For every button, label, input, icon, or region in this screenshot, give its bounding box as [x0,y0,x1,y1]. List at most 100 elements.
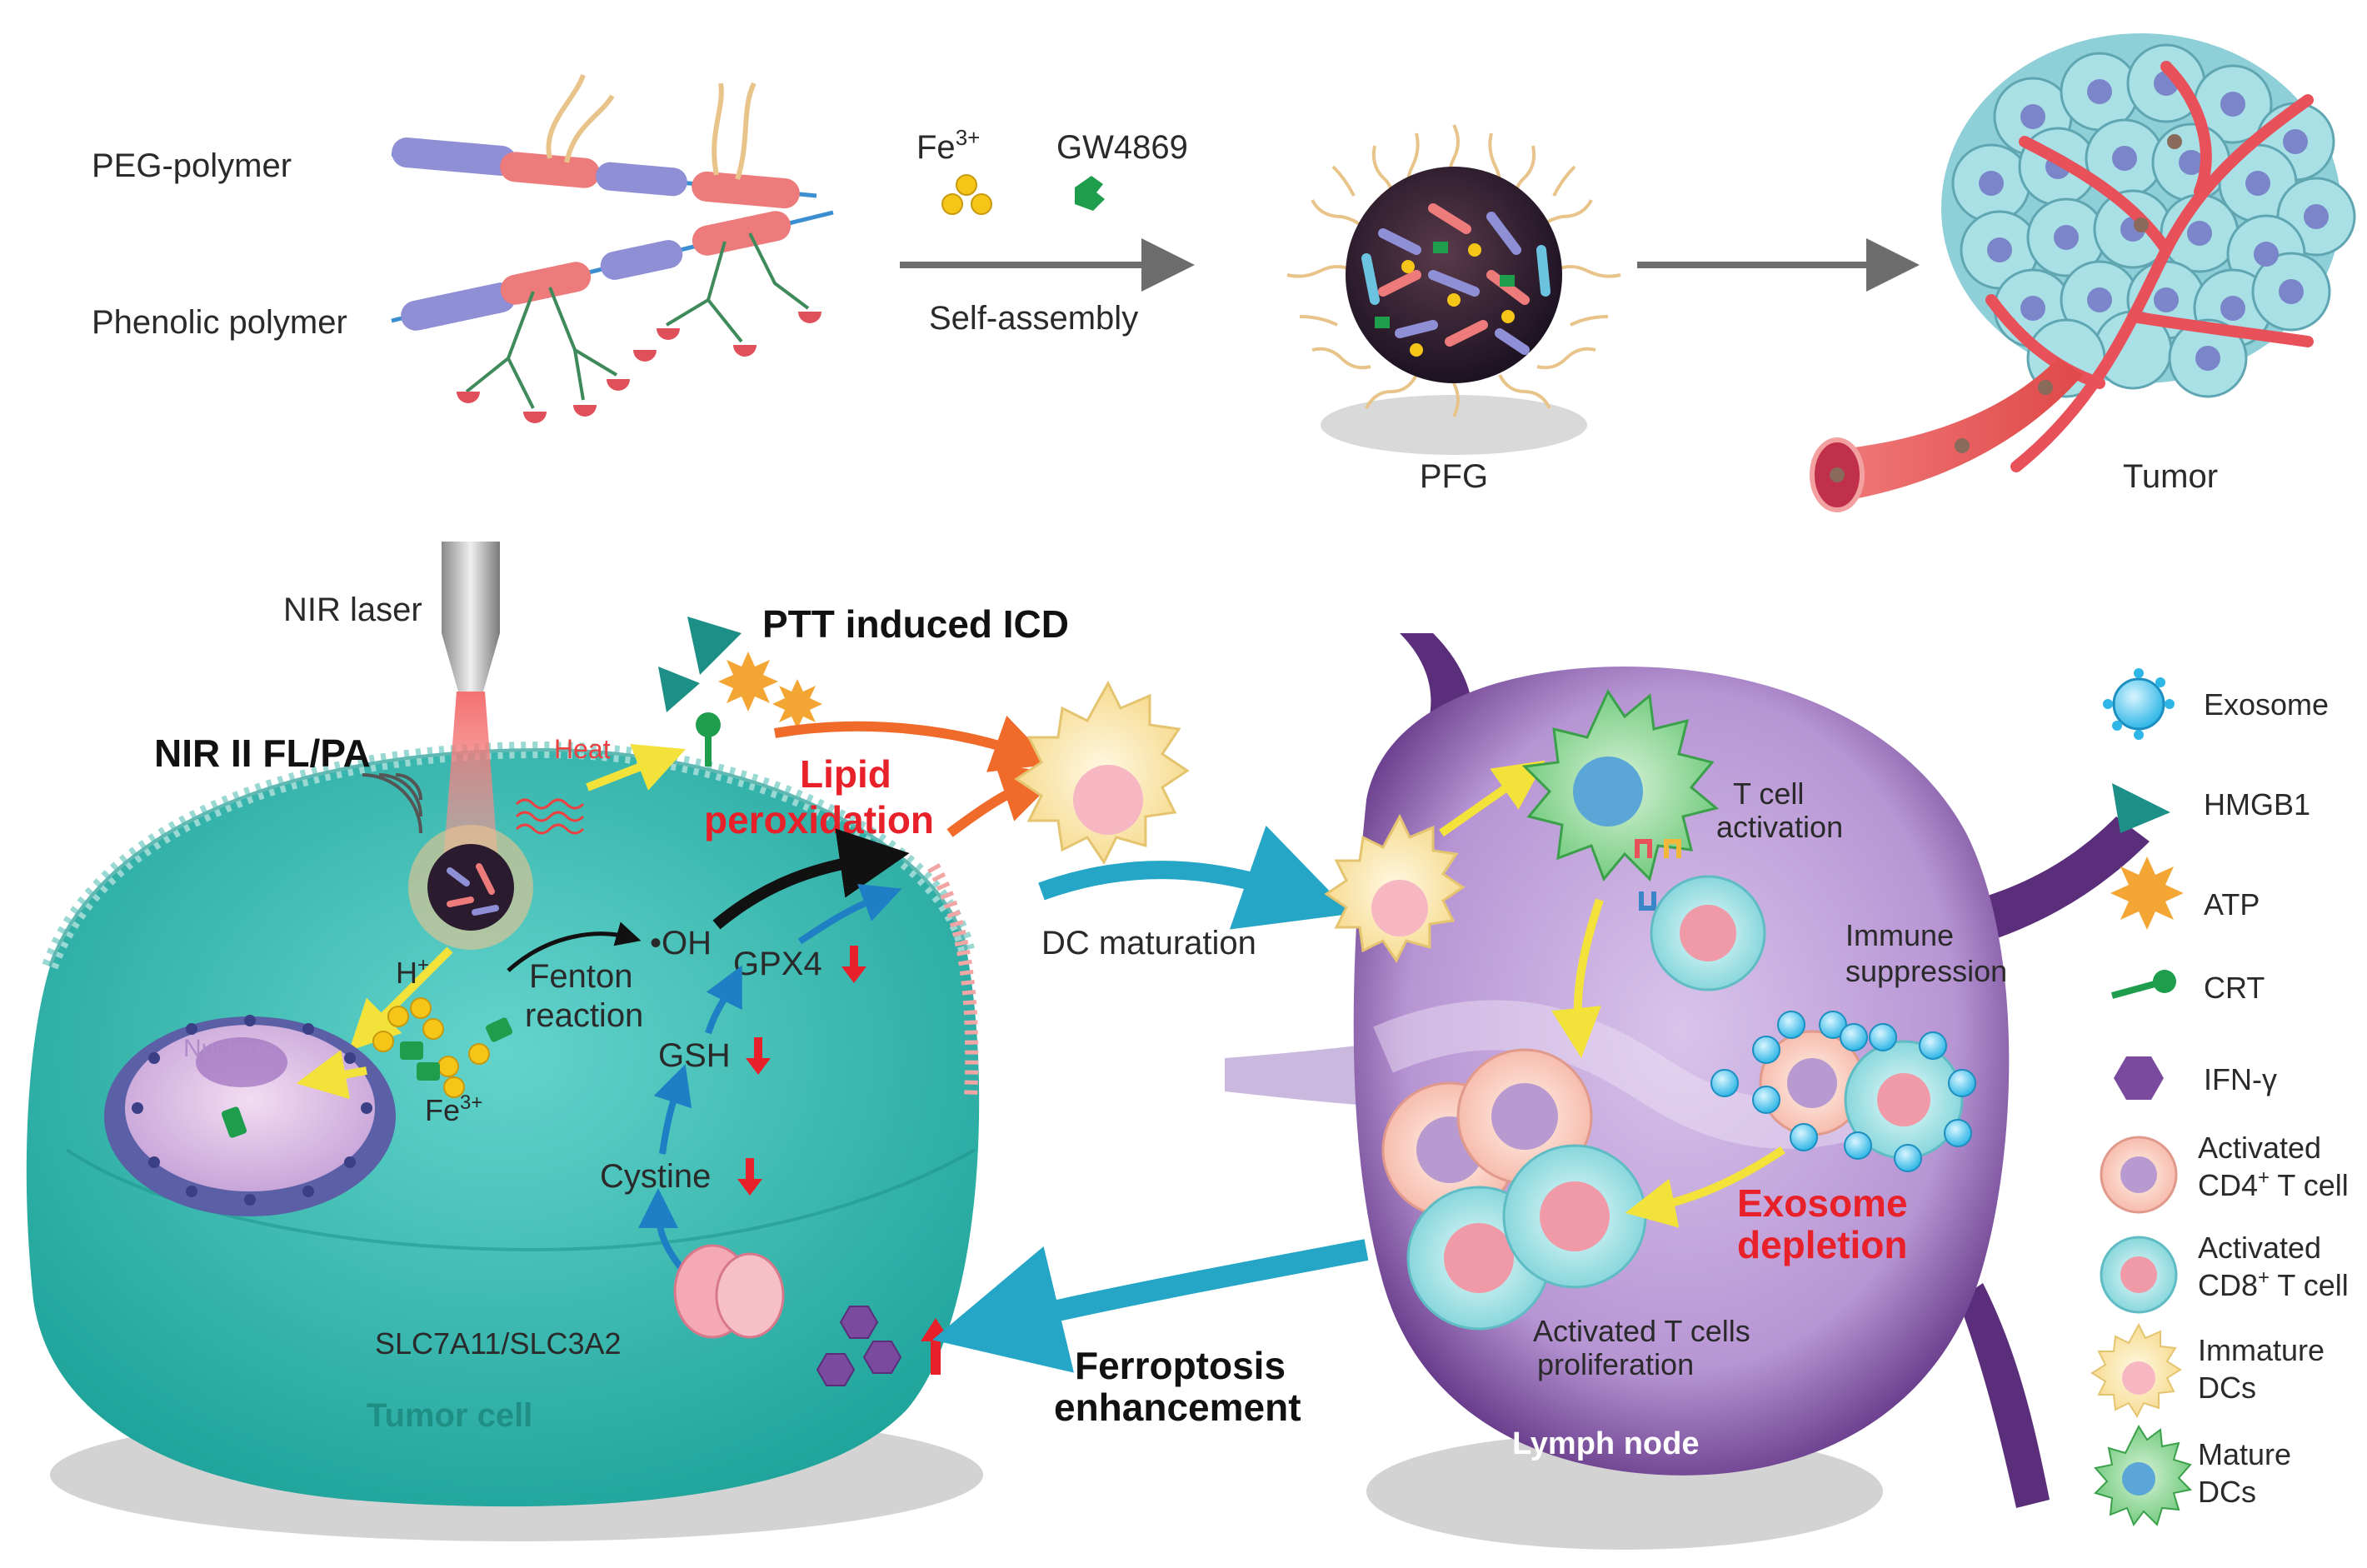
gsh-label: GSH [658,1037,731,1074]
legend-cd4-label-1: Activated [2198,1131,2321,1165]
t-activation-label-1: T cell [1733,777,1804,811]
pfg-in-cell [408,825,533,950]
legend-atp-label: ATP [2204,887,2260,921]
fe3-label-top: Fe3+ [916,125,980,166]
legend-hmgb1-icon [2112,783,2170,833]
tumor-label: Tumor [2123,458,2218,495]
t-activation-label-2: activation [1716,810,1843,844]
activated-t-cell [1650,875,1766,991]
nir-fl-pa-label: NIR II FL/PA [154,732,371,775]
ifn-gamma-icons [816,1306,902,1386]
fenton-label-2: reaction [525,997,643,1034]
gw4869-in-cell [400,1017,513,1081]
fe3-ions-in-cell [372,997,490,1098]
h-plus-label: H+ [396,954,429,990]
dc-maturing-arrow [1439,760,1546,837]
heat-arrow [586,743,686,791]
gw4869-icon [1075,176,1105,211]
tumor-mass [1810,33,2356,512]
legend-exosome-icon [2103,668,2175,740]
tumor-cell-label: Tumor cell [367,1397,532,1434]
legend-mature-label-1: Mature [2198,1437,2291,1471]
gw4869-nucleus-arrow [296,1050,367,1100]
ptt-icd-label: PTT induced ICD [762,602,1069,646]
middle-panel: DC maturation Ferroptosis enhancement [774,680,1369,1429]
atp-released-icon [718,652,822,729]
legend-immature-dc-icon [2090,1322,2182,1419]
lymph-node-panel: T cell activation Activated T cells prol… [1225,633,2150,1550]
proliferation-label-2: proliferation [1537,1347,1694,1381]
legend-cd8-label-1: Activated [2198,1231,2321,1265]
proliferating-t-cells [1381,1048,1647,1331]
immature-dc-cell [1014,680,1190,865]
pfg-nanoparticle [1286,124,1621,455]
cystine-label: Cystine [600,1158,711,1195]
phenolic-polymer-chain [391,210,834,423]
hmgb1-released-icon [658,617,742,712]
crt-membrane-icon [696,712,721,767]
cystine-arrow [653,1064,692,1155]
gw4869-label: GW4869 [1056,129,1188,166]
exosome-depletion-label-2: depletion [1737,1223,1907,1266]
lipid-peroxidation-label-1: Lipid [800,752,891,796]
immune-suppression-label-2: suppression [1845,954,2007,988]
legend-ifn-label: IFN-γ [2204,1062,2277,1096]
fe3-ions-icon [941,174,992,215]
transporter-label: SLC7A11/SLC3A2 [375,1326,622,1361]
ferroptosis-arrow [932,1239,1369,1373]
nucleus-label: Nucleus [183,1035,273,1062]
nir-laser-label: NIR laser [283,592,422,628]
slc7a11-transporter-icon [673,1244,785,1339]
legend-cd4-label-2: CD4+ T cell [2198,1166,2349,1202]
gpx4-label: GPX4 [733,946,822,982]
legend-mature-dc-icon [2094,1424,2193,1527]
lipid-peroxidation-label-2: peroxidation [704,798,934,841]
heat-label: Heat [554,734,611,764]
exosome-depletion-arrow [1625,1146,1785,1228]
legend: Exosome HMGB1 ATP CRT IFN-γ Activated CD… [2090,668,2349,1527]
proliferation-arrow [1551,898,1604,1058]
legend-mature-label-2: DCs [2198,1475,2256,1509]
legend-crt-label: CRT [2204,971,2265,1005]
dc-maturation-arrow [1038,825,1352,930]
proton-arrow [348,946,453,1051]
cystine-down-icon [737,1158,762,1196]
gsh-arrow [705,965,742,1035]
signal-waves-icon [362,773,422,834]
gpx4-down-icon [841,946,866,983]
legend-ifn-icon [2114,1056,2164,1100]
lipid-to-dc-arrow [946,764,1062,837]
legend-crt-icon [2110,970,2176,999]
pfg-label: PFG [1420,458,1488,495]
mature-dc-cell [1521,688,1720,881]
dc-maturation-label: DC maturation [1041,925,1256,961]
proliferation-label-1: Activated T cells [1533,1314,1750,1348]
fenton-arrow [507,921,642,972]
dc-entering-node [1324,813,1466,963]
legend-cd4-icon [2100,1136,2178,1214]
top-panel: PEG-polymer Phenolic polymer [92,33,2356,512]
ferroptosis-label-1: Ferroptosis [1075,1344,1286,1387]
legend-atp-icon [2110,856,2184,930]
legend-hmgb1-label: HMGB1 [2204,787,2310,821]
gsh-down-icon [746,1037,771,1075]
lymph-node-label: Lymph node [1512,1426,1699,1461]
legend-immature-label-2: DCs [2198,1371,2256,1405]
oh-radical-label: •OH [650,925,712,961]
self-assembly-label: Self-assembly [929,300,1138,337]
oh-to-lipid-arrow [712,828,910,930]
ferroptosis-label-2: enhancement [1054,1386,1301,1429]
legend-exosome-label: Exosome [2204,687,2329,722]
immune-suppression-label-1: Immune [1845,918,1954,952]
fenton-label-1: Fenton [529,958,633,995]
exosome-depletion-label-1: Exosome [1737,1181,1908,1225]
legend-cd8-icon [2100,1236,2178,1314]
damp-to-dc-arrow [774,715,1053,772]
heat-waves-icon [515,798,585,835]
gpx4-arrow [797,883,902,945]
transporter-arrow [638,1188,687,1273]
tumor-cell-panel: NIR laser NIR II FL/PA Heat [26,542,1069,1541]
legend-cd8-label-2: CD8+ T cell [2198,1266,2349,1302]
